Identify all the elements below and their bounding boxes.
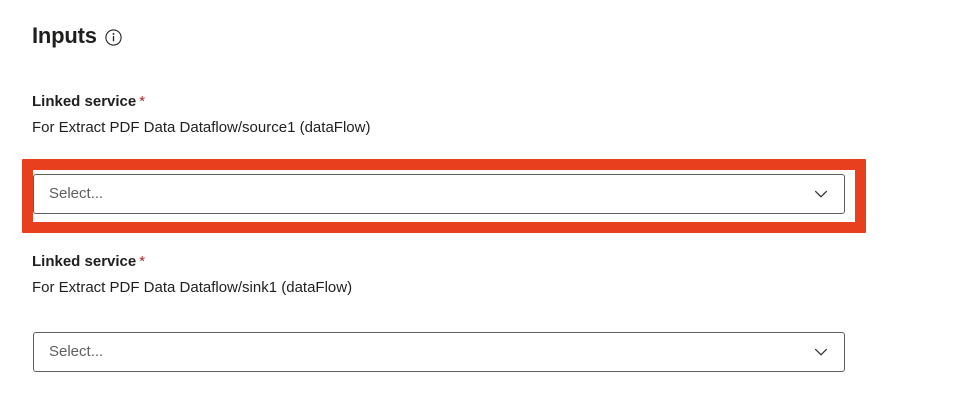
- dropdown-placeholder-sink1: Select...: [49, 343, 104, 360]
- field-label-text: Linked service: [32, 253, 137, 270]
- linked-service-dropdown-sink1[interactable]: Select...: [33, 332, 845, 372]
- required-asterisk: *: [139, 253, 146, 270]
- field-label-source1: Linked service*: [32, 91, 852, 112]
- field-label-text: Linked service: [32, 93, 137, 110]
- page-title: Inputs: [32, 23, 97, 48]
- field-label-sink1: Linked service*: [32, 251, 852, 272]
- info-icon[interactable]: [105, 29, 122, 46]
- section-header: Inputs: [32, 22, 122, 50]
- linked-service-field-source1: Linked service* For Extract PDF Data Dat…: [32, 91, 852, 139]
- linked-service-dropdown-source1[interactable]: Select...: [33, 174, 845, 214]
- required-asterisk: *: [139, 93, 146, 110]
- chevron-down-icon[interactable]: [813, 186, 829, 202]
- field-description-source1: For Extract PDF Data Dataflow/source1 (d…: [32, 119, 371, 136]
- chevron-down-icon[interactable]: [813, 344, 829, 360]
- field-description-sink1: For Extract PDF Data Dataflow/sink1 (dat…: [32, 279, 353, 296]
- dropdown-placeholder-source1: Select...: [49, 185, 104, 202]
- linked-service-field-sink1: Linked service* For Extract PDF Data Dat…: [32, 251, 852, 299]
